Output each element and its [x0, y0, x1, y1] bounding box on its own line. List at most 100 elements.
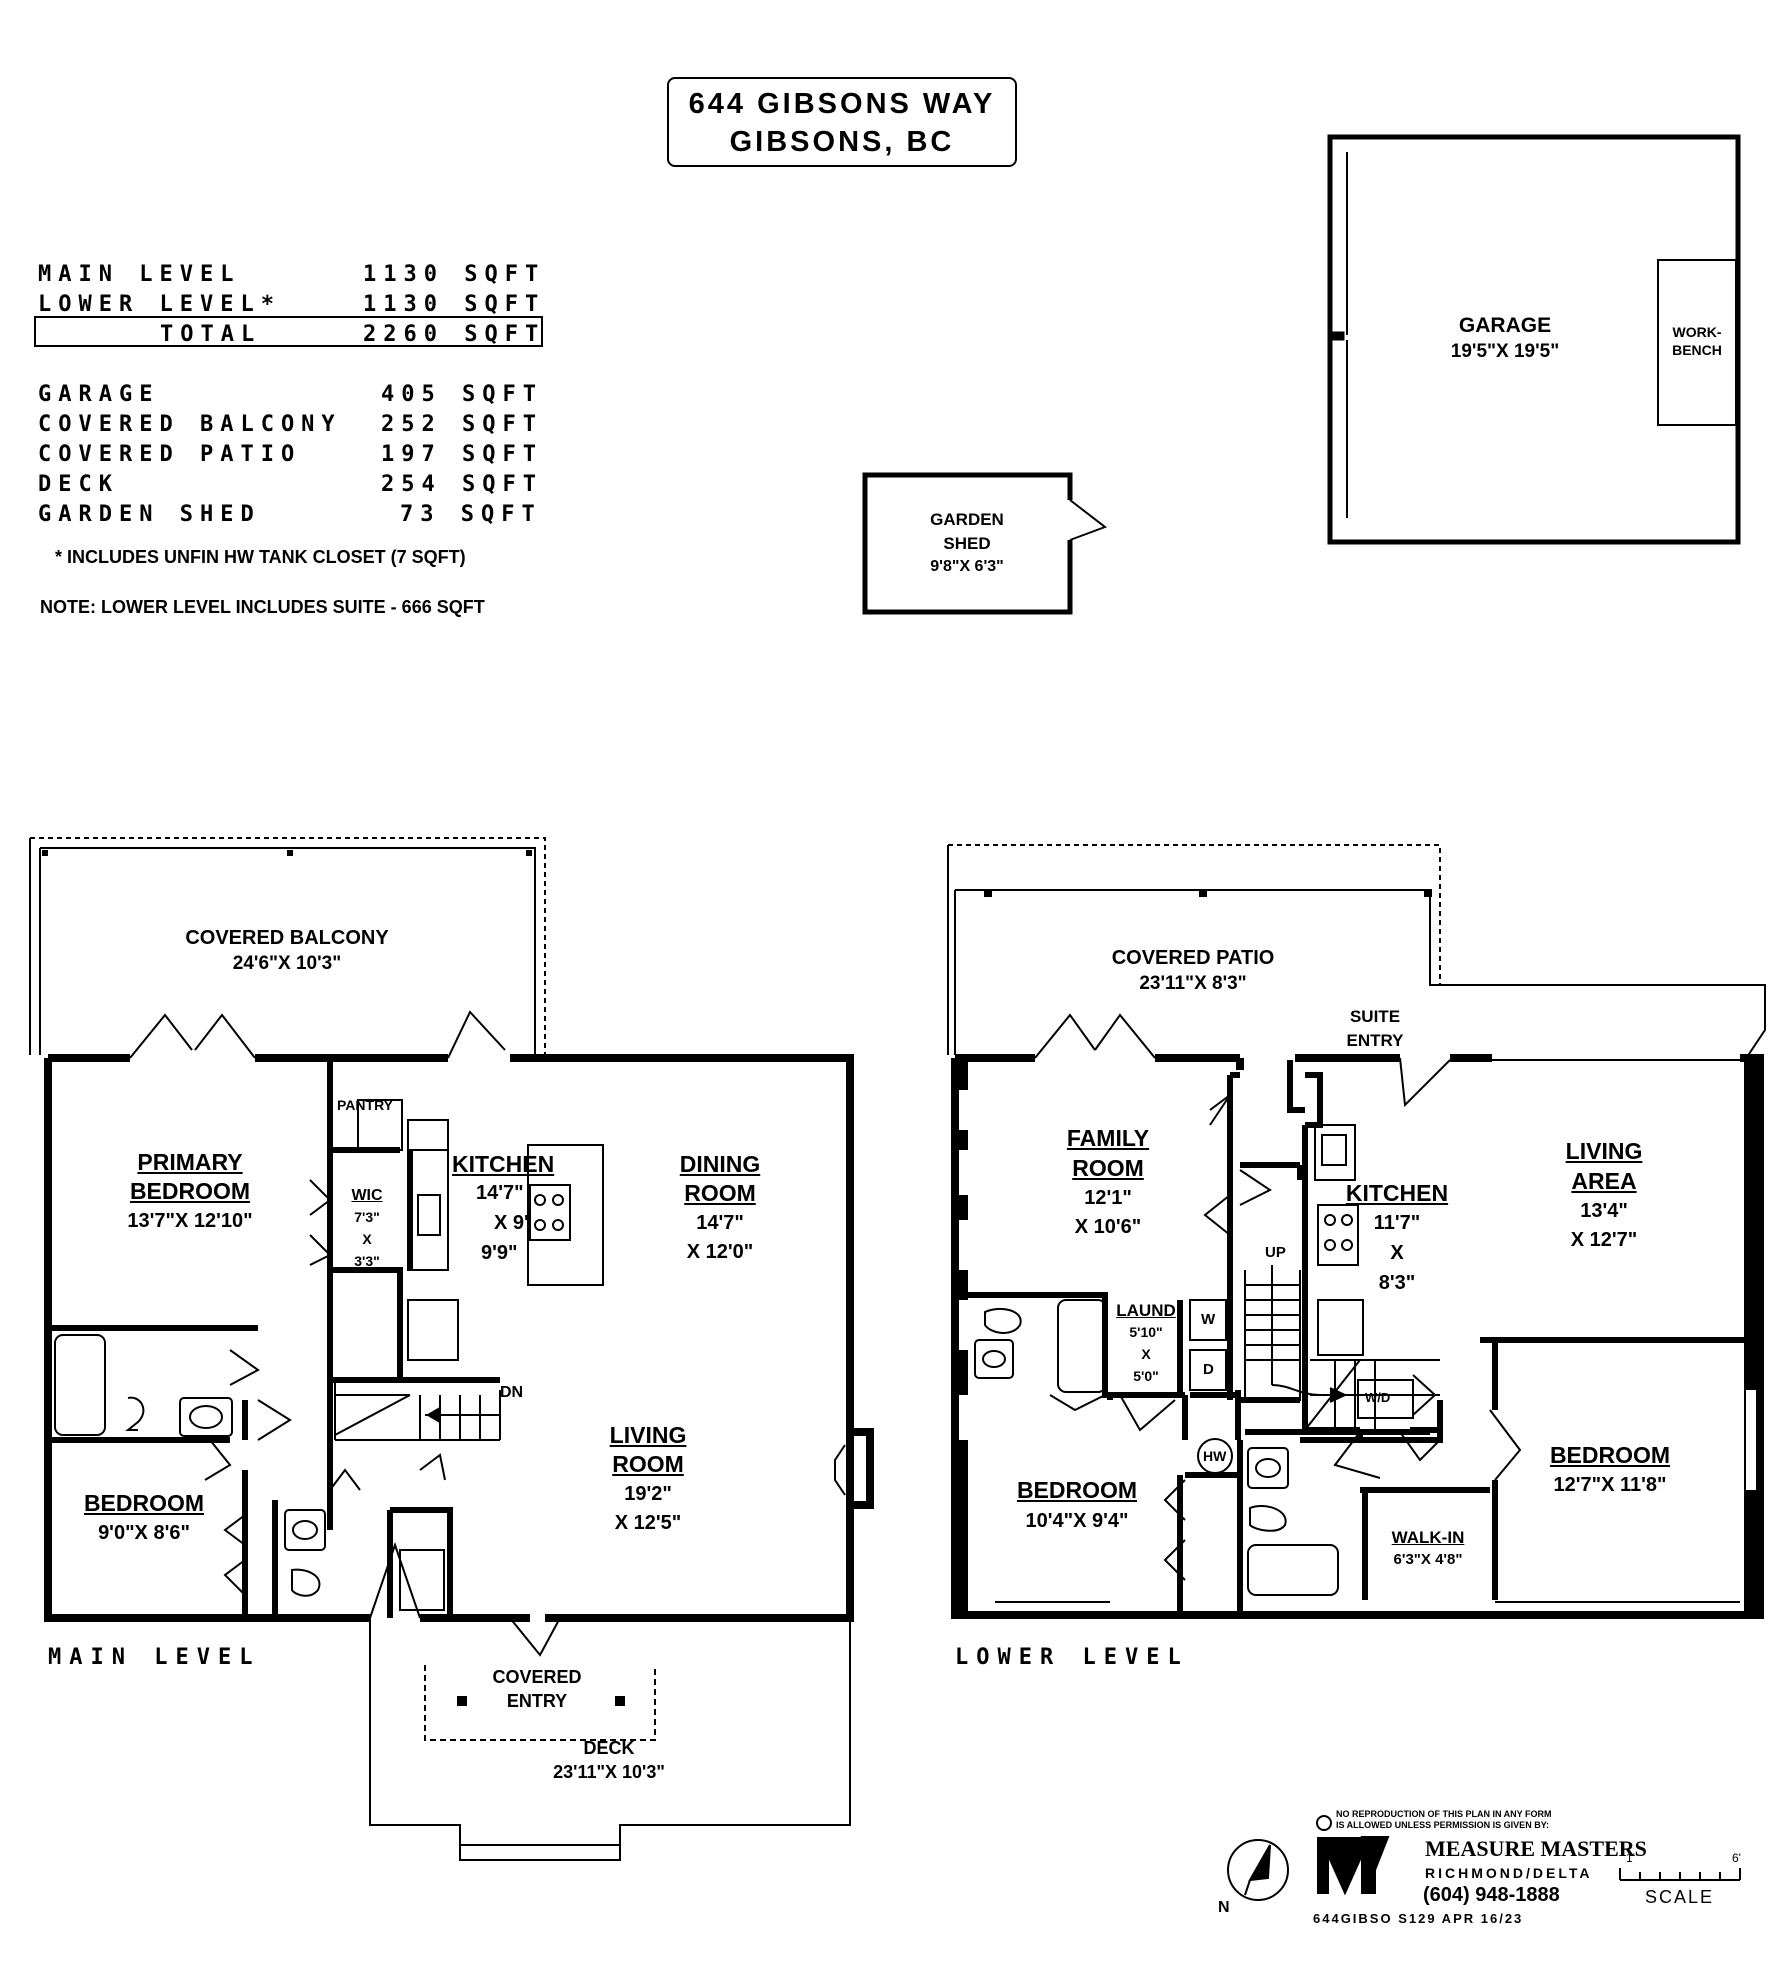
scale-label: SCALE [1645, 1887, 1715, 1907]
primary-bedroom-name-1: PRIMARY [137, 1149, 243, 1175]
living-area-name-2: AREA [1571, 1168, 1637, 1194]
main-balcony-name: COVERED BALCONY [185, 927, 389, 949]
living-area-dim-1: 13'4" [1580, 1200, 1628, 1222]
lower-kitchen-dim-2: X [1390, 1242, 1404, 1264]
wic-dim-3: 3'3" [354, 1253, 380, 1269]
main-door-swings [129, 1010, 561, 1657]
hot-water-tank-label: HW [1203, 1448, 1227, 1464]
company-phone: (604) 948-1888 [1423, 1884, 1560, 1906]
dining-room-dim-1: 14'7" [696, 1212, 744, 1234]
garage-name: GARAGE [1458, 314, 1552, 337]
lower-patio-outline [947, 844, 1766, 1061]
family-room-dim-2: X 10'6" [1074, 1216, 1142, 1238]
dining-room-name-1: DINING [679, 1151, 761, 1177]
area-label-covered-balcony: COVERED BALCONY [38, 412, 342, 437]
lower-kitchen-dim-3: 8'3" [1378, 1272, 1416, 1294]
area-label-garden-shed: GARDEN SHED [38, 502, 261, 527]
main-kitchen-dim-1: 14'7" [476, 1182, 524, 1204]
lower-patio-name: COVERED PATIO [1111, 947, 1275, 969]
lower-bedroom-2-dim: 12'7"X 11'8" [1553, 1474, 1667, 1496]
lower-bedroom-1-dim: 10'4"X 9'4" [1025, 1510, 1129, 1532]
lower-fixtures [974, 1124, 1437, 1596]
area-label-deck: DECK [38, 472, 119, 497]
suite-entry-1: SUITE [1349, 1007, 1401, 1026]
garage-walls [1327, 134, 1741, 545]
main-exterior-walls [44, 1054, 854, 1622]
washer-label: W [1201, 1311, 1216, 1328]
area-label-covered-patio: COVERED PATIO [38, 442, 302, 467]
family-room-name-1: FAMILY [1066, 1125, 1150, 1151]
laundry-dim-3: 5'0" [1133, 1368, 1159, 1384]
lower-stairs [1244, 1265, 1440, 1431]
covered-entry-name-1: COVERED [492, 1667, 582, 1687]
company-name: MEASURE MASTERS [1425, 1836, 1647, 1861]
lower-door-swings [1034, 1013, 1522, 1581]
address-title-box: 644 GIBSONS WAY GIBSONS, BC [667, 77, 1017, 167]
lower-stairs-up-label: UP [1265, 1244, 1286, 1261]
living-area-name-1: LIVING [1565, 1138, 1643, 1164]
wic-dim-1: 7'3" [354, 1209, 380, 1225]
main-bedroom-dim: 9'0"X 8'6" [98, 1522, 190, 1544]
living-room-name-1: LIVING [609, 1422, 687, 1448]
primary-bedroom-name-2: BEDROOM [129, 1178, 251, 1204]
area-label-main-level: MAIN LEVEL [38, 262, 241, 287]
main-level-label: MAIN LEVEL [48, 1645, 261, 1670]
scale-right-label: 6' [1732, 1851, 1741, 1865]
deck-dim: 23'11"X 10'3" [553, 1762, 665, 1782]
laundry-dim-2: X [1141, 1346, 1151, 1362]
main-kitchen-dim-3: 9'9" [481, 1242, 518, 1264]
north-label: N [1218, 1899, 1230, 1916]
main-stairs-dn-label: DN [500, 1384, 524, 1401]
scale-left-label: 1' [1626, 1851, 1635, 1865]
main-kitchen-name: KITCHEN [452, 1151, 555, 1177]
main-balcony-dim: 24'6"X 10'3" [232, 953, 342, 974]
living-area-dim-2: X 12'7" [1570, 1229, 1638, 1251]
main-bath-fixtures [54, 1334, 445, 1611]
wic-dim-2: X [362, 1231, 372, 1247]
measure-masters-logo [1316, 1815, 1390, 1896]
garage-dim: 19'5"X 19'5" [1450, 341, 1560, 362]
area-label-total: TOTAL [160, 322, 262, 347]
deck-name: DECK [583, 1738, 635, 1758]
main-balcony-outline [29, 837, 546, 1055]
shed-name-2: SHED [943, 534, 991, 553]
dryer-label: D [1203, 1361, 1214, 1378]
area-value-covered-balcony: 252 SQFT [381, 412, 543, 437]
area-value-deck: 254 SQFT [381, 472, 543, 497]
address-line-1: 644 GIBSONS WAY [688, 88, 996, 120]
walk-in-dim: 6'3"X 4'8" [1393, 1551, 1463, 1568]
plan-code: 644GIBSO S129 APR 16/23 [1313, 1911, 1524, 1926]
copyright-line-2: IS ALLOWED UNLESS PERMISSION IS GIVEN BY… [1336, 1820, 1550, 1830]
main-kitchen-fixtures [329, 1055, 604, 1361]
area-value-garage: 405 SQFT [381, 382, 543, 407]
address-line-2: GIBSONS, BC [729, 126, 955, 158]
note-text: NOTE: LOWER LEVEL INCLUDES SUITE - 666 S… [40, 597, 485, 617]
deck-outline [369, 1618, 851, 1861]
laundry-dim-1: 5'10" [1129, 1324, 1163, 1340]
lower-bedroom-2-name: BEDROOM [1549, 1442, 1671, 1468]
area-value-total: 2260 SQFT [363, 322, 546, 347]
dining-room-name-2: ROOM [684, 1180, 756, 1206]
family-room-dim-1: 12'1" [1084, 1187, 1132, 1209]
scale-bar [1619, 1868, 1741, 1881]
living-room-dim-2: X 12'5" [614, 1512, 682, 1534]
main-bedroom-name: BEDROOM [83, 1490, 205, 1516]
covered-entry-name-2: ENTRY [506, 1691, 568, 1711]
workbench-label-2: BENCH [1672, 342, 1722, 358]
main-kitchen-dim-2: X 9' [494, 1212, 529, 1234]
garden-shed-walls [862, 472, 1108, 615]
lower-patio-dim: 23'11"X 8'3" [1139, 973, 1247, 994]
wic-name: WIC [351, 1187, 383, 1204]
area-value-main-level: 1130 SQFT [363, 262, 546, 287]
suite-entry-2: ENTRY [1346, 1031, 1404, 1050]
lower-level-label: LOWER LEVEL [955, 1645, 1189, 1670]
lower-bedroom-1-name: BEDROOM [1016, 1477, 1138, 1503]
lower-kitchen-name: KITCHEN [1345, 1180, 1449, 1206]
area-label-lower-level: LOWER LEVEL* [38, 292, 281, 317]
washer-dryer-label: W/D [1365, 1390, 1391, 1405]
family-room-name-2: ROOM [1072, 1155, 1144, 1181]
shed-name-1: GARDEN [930, 510, 1004, 529]
area-value-garden-shed: 73 SQFT [400, 502, 542, 527]
living-room-name-2: ROOM [612, 1451, 684, 1477]
shed-dim: 9'8"X 6'3" [930, 558, 1004, 575]
